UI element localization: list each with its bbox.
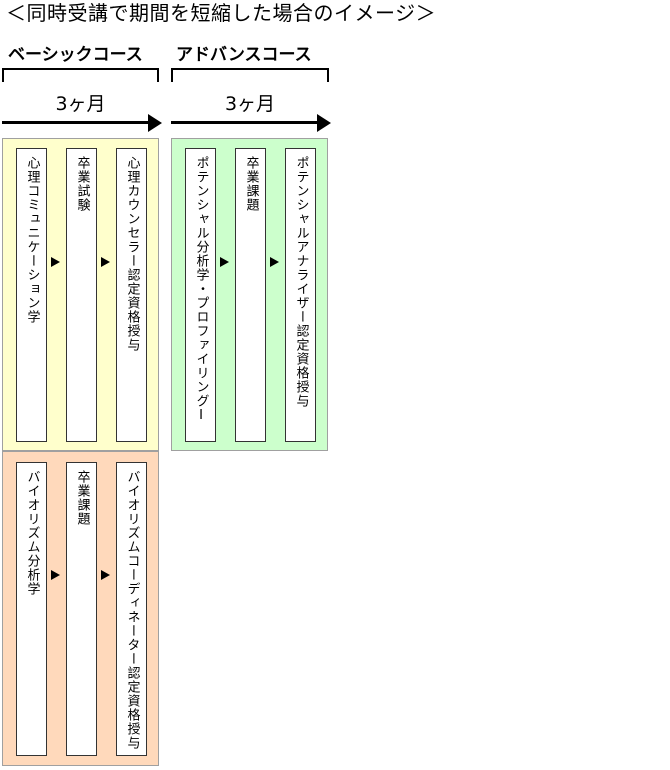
basic-course-label: ベーシックコース: [8, 45, 143, 65]
advanced-course-bracket: [171, 68, 329, 82]
step-biorhythm-coordinator-cert: バイオリズムコーディネーター認定資格授与: [116, 462, 147, 756]
advanced-timeline-arrow-icon: [171, 114, 331, 132]
psychology-track-panel: 心理コミュニケーション学 卒業試験 心理カウンセラー認定資格授与: [2, 138, 159, 451]
basic-course-bracket: [2, 68, 159, 82]
advanced-track-panel: ポテンシャル分析学・プロファイリングⅠ 卒業課題 ポテンシャルアナライザー認定資…: [171, 138, 328, 451]
triangle-right-icon: [101, 257, 110, 267]
basic-course-duration: 3ヶ月: [55, 93, 106, 115]
advanced-course-label: アドバンスコース: [176, 45, 312, 65]
step-psychology-counselor-cert: 心理カウンセラー認定資格授与: [116, 148, 147, 442]
triangle-right-icon: [51, 570, 60, 580]
page-title: ＜同時受講で期間を短縮した場合のイメージ＞: [6, 1, 437, 25]
step-psychology-communication: 心理コミュニケーション学: [16, 148, 47, 442]
triangle-right-icon: [220, 257, 229, 267]
step-graduation-assignment-advanced: 卒業課題: [235, 148, 266, 442]
triangle-right-icon: [101, 570, 110, 580]
step-graduation-exam: 卒業試験: [66, 148, 97, 442]
triangle-right-icon: [270, 257, 279, 267]
step-potential-analyzer-cert: ポテンシャルアナライザー認定資格授与: [285, 148, 316, 442]
step-potential-analysis-profiling: ポテンシャル分析学・プロファイリングⅠ: [185, 148, 216, 442]
step-biorhythm-analysis: バイオリズム分析学: [16, 462, 47, 756]
triangle-right-icon: [51, 257, 60, 267]
advanced-course-duration: 3ヶ月: [224, 93, 276, 115]
biorhythm-track-panel: バイオリズム分析学 卒業課題 バイオリズムコーディネーター認定資格授与: [2, 451, 159, 766]
basic-timeline-arrow-icon: [2, 114, 162, 132]
step-graduation-assignment: 卒業課題: [66, 462, 97, 756]
